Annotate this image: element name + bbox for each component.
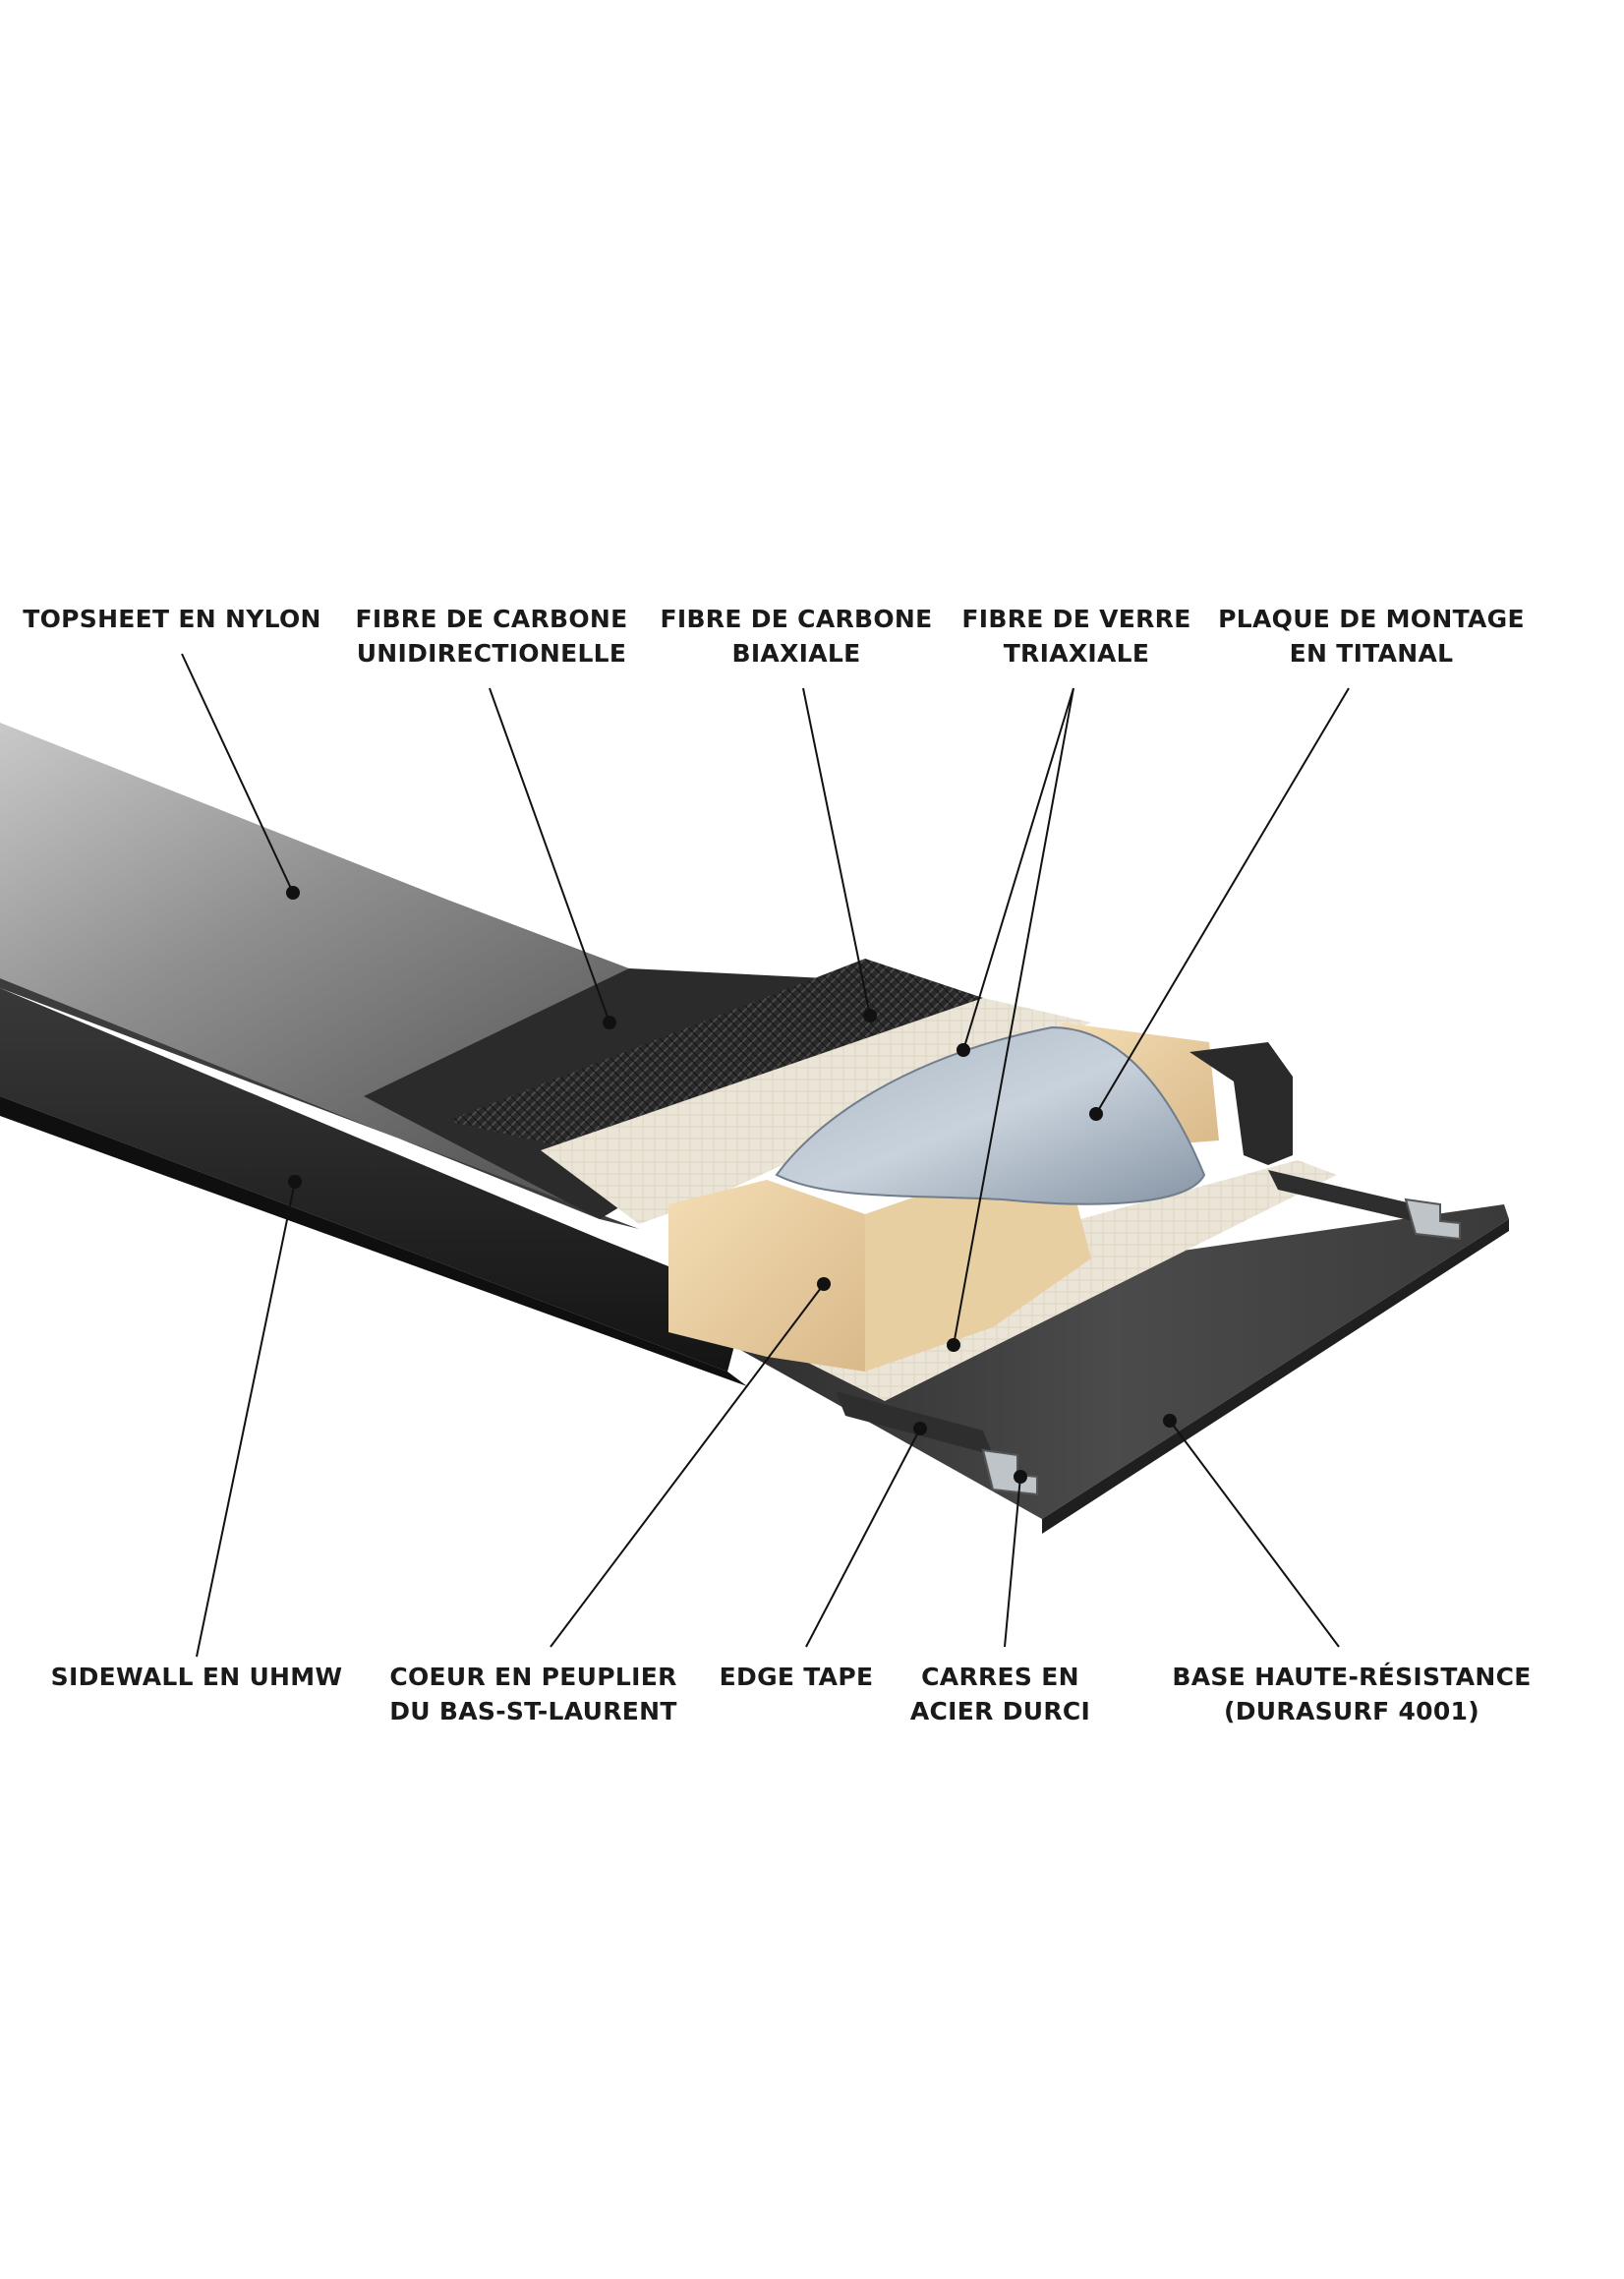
base-edge [1042, 1219, 1509, 1534]
core-wood-left [668, 1180, 865, 1372]
label-carbon-uni-line1: FIBRE DE CARBONE [355, 605, 628, 633]
label-sidewall: SIDEWALL EN UHMW [49, 1660, 344, 1694]
steel-edge-clip-back [1404, 1198, 1461, 1241]
label-edges-line2: ACIER DURCI [909, 1697, 1091, 1725]
leader-lines [181, 653, 1350, 1658]
label-titanal-plate: PLAQUE DE MONTAGE EN TITANAL [1214, 602, 1529, 671]
label-titanal-plate-line2: EN TITANAL [1289, 639, 1454, 668]
sidewall-lip [0, 1096, 747, 1386]
base-layer [718, 1204, 1509, 1519]
label-edge-tape-line1: EDGE TAPE [719, 1663, 874, 1691]
label-carbon-biax-line2: BIAXIALE [731, 639, 861, 668]
label-core-line1: COEUR EN PEUPLIER [389, 1663, 677, 1691]
label-glass-triax-line1: FIBRE DE VERRE [961, 605, 1191, 633]
label-edge-tape: EDGE TAPE [708, 1660, 885, 1694]
label-core: COEUR EN PEUPLIER DU BAS-ST-LAURENT [383, 1660, 683, 1728]
label-edges-line1: CARRES EN [921, 1663, 1079, 1691]
label-carbon-biax: FIBRE DE CARBONE BIAXIALE [654, 602, 939, 671]
label-base-line1: BASE HAUTE-RÉSISTANCE [1172, 1663, 1532, 1691]
label-carbon-biax-line1: FIBRE DE CARBONE [660, 605, 933, 633]
label-titanal-plate-line1: PLAQUE DE MONTAGE [1218, 605, 1525, 633]
label-core-line2: DU BAS-ST-LAURENT [389, 1697, 677, 1725]
edge-tape-strip-right [1268, 1170, 1425, 1224]
titanal-plate [775, 1025, 1206, 1205]
label-topsheet: TOPSHEET EN NYLON [20, 602, 324, 636]
callout-dots [286, 886, 1177, 1484]
right-sidewall [1189, 1042, 1293, 1165]
label-base: BASE HAUTE-RÉSISTANCE (DURASURF 4001) [1165, 1660, 1538, 1728]
label-carbon-uni-line2: UNIDIRECTIONELLE [356, 639, 627, 668]
carbon-biax-layer [447, 959, 983, 1175]
edge-tape-strip [836, 1391, 993, 1455]
label-topsheet-line1: TOPSHEET EN NYLON [23, 605, 321, 633]
label-edges: CARRES EN ACIER DURCI [895, 1660, 1106, 1728]
steel-edge-clip-front [981, 1448, 1038, 1496]
label-glass-triax: FIBRE DE VERRE TRIAXIALE [944, 602, 1209, 671]
label-carbon-uni: FIBRE DE CARBONE UNIDIRECTIONELLE [349, 602, 634, 671]
label-base-line2: (DURASURF 4001) [1224, 1697, 1479, 1725]
label-sidewall-line1: SIDEWALL EN UHMW [50, 1663, 343, 1691]
label-glass-triax-line2: TRIAXIALE [1003, 639, 1150, 668]
sidewall-body [0, 973, 747, 1372]
